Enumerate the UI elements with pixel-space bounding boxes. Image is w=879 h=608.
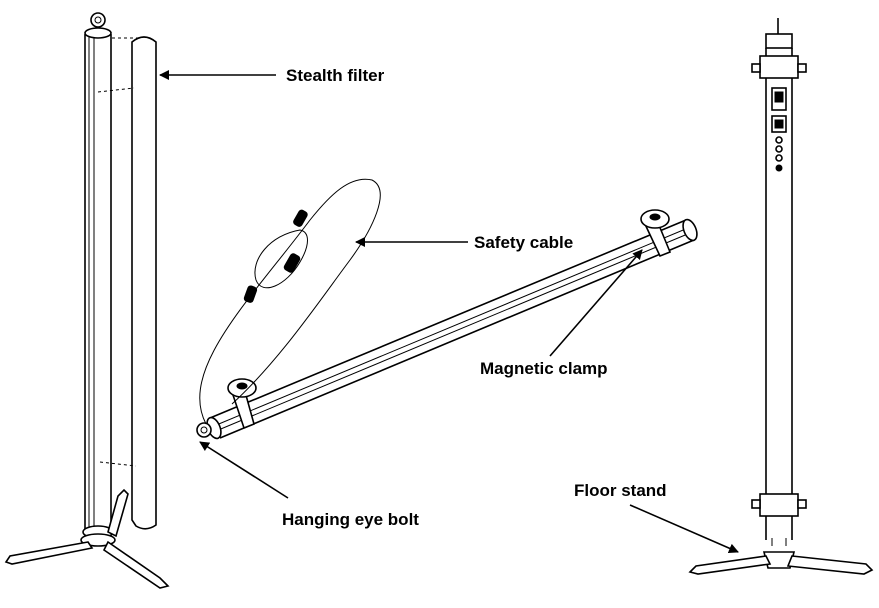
label-stealth-filter: Stealth filter	[286, 66, 385, 85]
middle-tube-assembly	[196, 178, 698, 440]
right-stand-leg-1	[688, 555, 772, 575]
stealth-filter-sleeve	[131, 36, 157, 530]
left-stand-leg-1	[4, 541, 94, 565]
label-hanging-eye-bolt: Hanging eye bolt	[282, 510, 419, 529]
label-safety-cable: Safety cable	[474, 233, 574, 252]
magnetic-clamp-arrow	[549, 249, 643, 357]
magnetic-clamp-right	[640, 209, 672, 258]
left-tube-body	[84, 34, 112, 530]
middle-tube-body	[209, 219, 695, 439]
safety-cable-crimp-3	[243, 285, 258, 303]
floor-stand-arrow	[629, 504, 739, 553]
left-eye-bolt	[90, 12, 106, 28]
left-stand-leg-2	[102, 540, 170, 589]
middle-tube-end-cap	[682, 218, 698, 242]
left-stand-leg-3	[107, 488, 129, 538]
safety-cable-crimp-2	[283, 253, 301, 273]
left-tube-cap	[84, 27, 112, 39]
safety-cable-crimp-1	[293, 209, 308, 227]
right-button-2	[775, 145, 783, 153]
middle-eye-bolt	[196, 422, 212, 438]
label-floor-stand: Floor stand	[574, 481, 667, 500]
right-stand-leg-2	[786, 555, 874, 575]
right-tube-assembly	[688, 18, 874, 575]
label-magnetic-clamp: Magnetic clamp	[480, 359, 608, 378]
safety-cable	[199, 178, 381, 425]
left-tube-assembly	[4, 12, 170, 589]
magnetic-clamp-left	[227, 378, 257, 430]
hanging-eye-bolt-arrow	[199, 441, 289, 499]
right-button-1	[775, 136, 783, 144]
right-tube-body	[765, 48, 793, 540]
right-button-3	[775, 154, 783, 162]
